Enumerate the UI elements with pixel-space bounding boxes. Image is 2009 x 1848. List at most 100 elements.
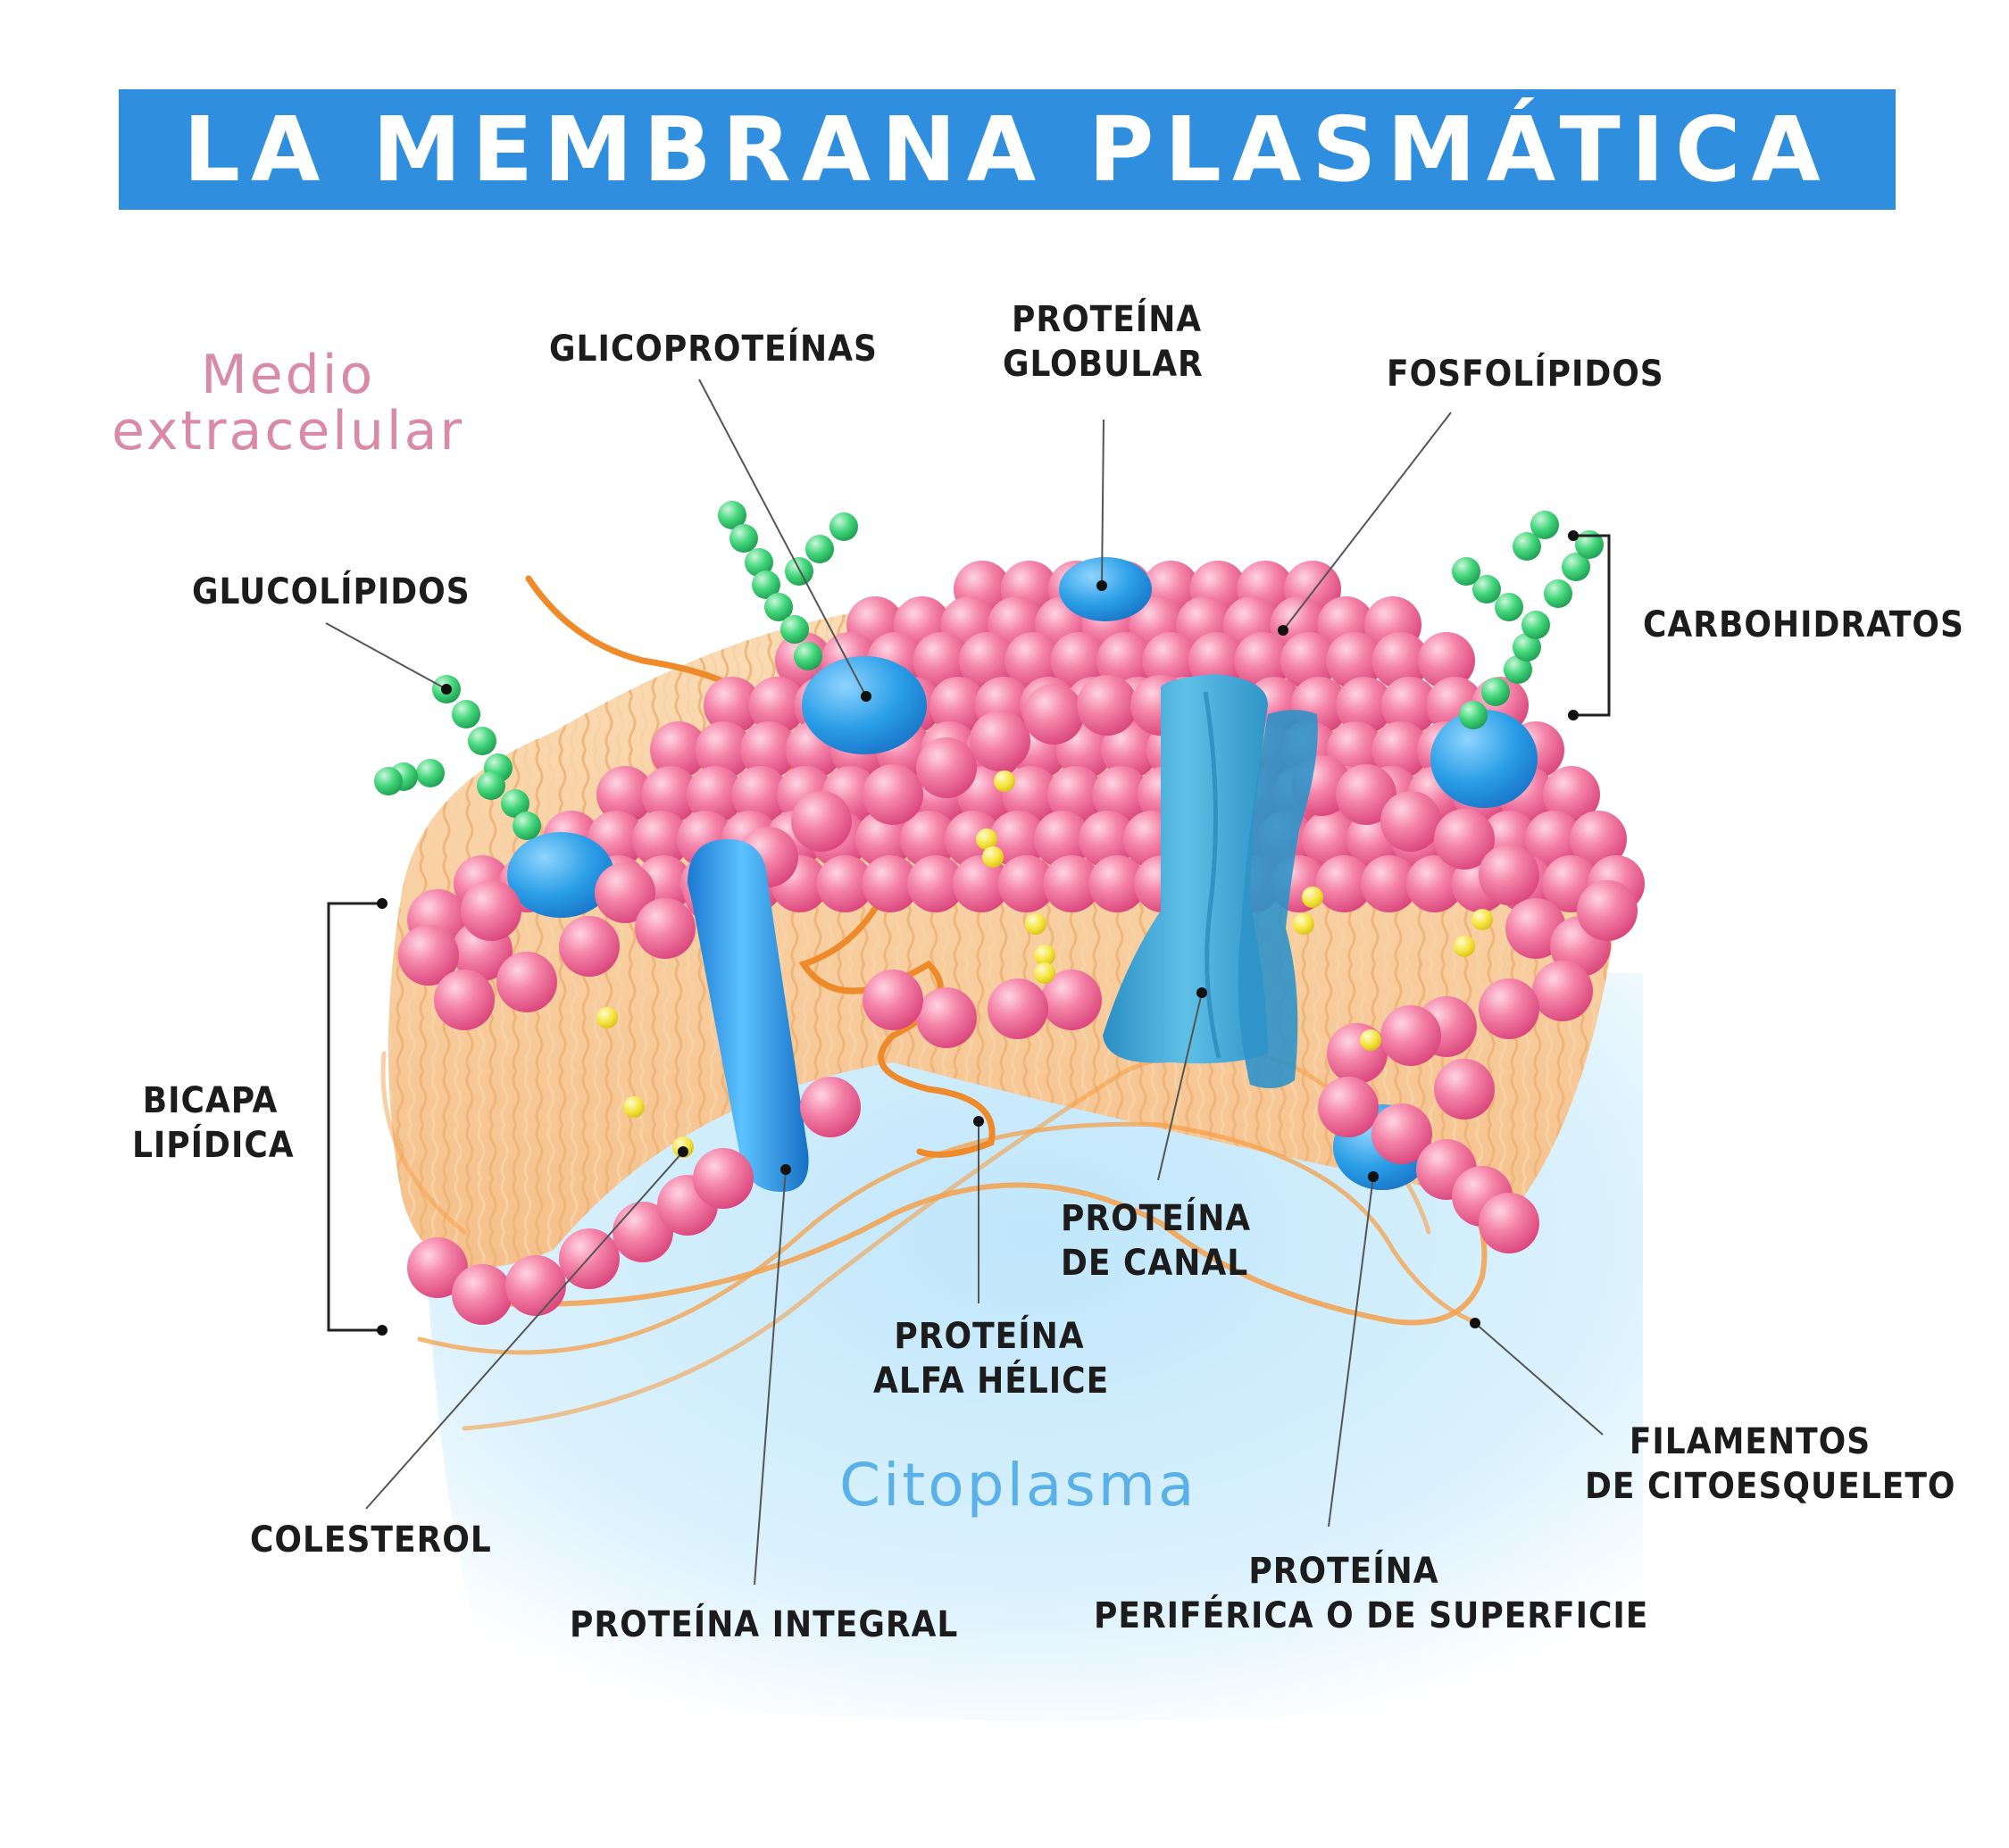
phospholipid-head <box>989 811 1046 868</box>
phospholipid-head <box>695 721 753 778</box>
phospholipid-head <box>1479 845 1539 905</box>
carbohydrate-bead <box>1513 633 1541 662</box>
label-filamentos-1: FILAMENTOS <box>1629 1421 1871 1462</box>
phospholipid-head <box>1188 632 1246 689</box>
phospholipid-head <box>1532 961 1593 1021</box>
phospholipid-head <box>686 766 744 823</box>
label-bicapa-2: LIPÍDICA <box>132 1125 295 1166</box>
phospholipid-head <box>862 855 920 912</box>
carbohydrate-chains <box>374 501 1604 840</box>
carbohydrate-bead <box>752 570 780 599</box>
phospholipid-head <box>1046 766 1105 823</box>
phospholipid-head <box>816 855 874 912</box>
phospholipid-head <box>452 1264 513 1325</box>
phospholipid-head <box>1088 855 1146 912</box>
phospholipid-head <box>916 987 977 1048</box>
carbohydrate-bead <box>1521 611 1550 639</box>
extracellular-label-line2: extracelular <box>112 400 465 462</box>
phospholipid-head <box>952 855 1010 912</box>
label-bicapa-1: BICAPA <box>142 1080 279 1121</box>
carbohydrate-bead <box>764 593 793 621</box>
carbohydrate-bead <box>477 771 505 800</box>
carbohydrate-bead <box>513 812 541 840</box>
phospholipid-head <box>740 721 798 778</box>
phospholipid-head <box>1434 809 1495 870</box>
carbohydrate-bead <box>1513 532 1541 561</box>
cholesterol-dot <box>623 1096 645 1118</box>
carbohydrate-bead <box>794 642 822 670</box>
phospholipid-head <box>800 1077 861 1137</box>
phospholipid-head <box>434 970 495 1030</box>
carbohydrate-bead <box>468 727 496 755</box>
carbohydrate-bead <box>1495 593 1523 621</box>
phospholipid-head <box>1371 721 1430 778</box>
phospholipid-head <box>1418 632 1475 689</box>
label-alfa-helice-1: PROTEÍNA <box>894 1316 1085 1357</box>
label-colesterol: COLESTEROL <box>250 1519 492 1561</box>
phospholipid-head <box>1380 1005 1441 1066</box>
phospholipid-head <box>650 721 707 778</box>
phospholipid-head <box>693 1148 754 1209</box>
carbohydrate-protein <box>1430 710 1538 808</box>
carbohydrate-bead <box>1504 655 1532 684</box>
phospholipid-head <box>1543 766 1600 823</box>
phospholipid-head <box>1050 632 1108 689</box>
cholesterol-dot <box>1471 909 1493 930</box>
carbohydrate-bead <box>1472 575 1501 604</box>
phospholipid-head <box>1434 1059 1495 1120</box>
label-proteina-globular-2: GLOBULAR <box>1003 344 1204 385</box>
phospholipid-head <box>1479 978 1539 1039</box>
phospholipid-head <box>1380 791 1441 852</box>
carbohydrate-bead <box>780 615 809 644</box>
cholesterol-dot <box>1034 962 1055 984</box>
phospholipid-head <box>1002 766 1060 823</box>
phospholipid-head <box>929 677 987 734</box>
phospholipid-head <box>1092 766 1150 823</box>
label-proteina-canal-2: DE CANAL <box>1061 1243 1249 1284</box>
phospholipid-head <box>595 862 655 923</box>
phospholipid-head <box>1315 855 1373 912</box>
phospholipid-head <box>988 978 1048 1039</box>
phospholipid-head <box>1142 632 1200 689</box>
phospholipid-head <box>1577 880 1638 941</box>
cholesterol-dot <box>1025 913 1046 935</box>
cholesterol-dot <box>994 770 1015 792</box>
phospholipid-head <box>1326 632 1384 689</box>
label-periferica-1: PROTEÍNA <box>1248 1551 1439 1592</box>
label-filamentos-2: DE CITOESQUELETO <box>1585 1466 1956 1507</box>
phospholipid-head <box>1096 632 1154 689</box>
cholesterol-dot <box>976 828 997 850</box>
phospholipid-head <box>632 811 689 868</box>
glycoprotein <box>802 656 927 754</box>
carbohydrate-bead <box>1530 511 1559 539</box>
carbohydrate-bead <box>1575 530 1604 559</box>
phospholipid-head <box>1004 632 1063 689</box>
channel-protein <box>1103 674 1318 1088</box>
cholesterol-dot <box>596 1007 618 1028</box>
cholesterol-dot <box>1454 936 1475 957</box>
phospholipid-head <box>1280 632 1338 689</box>
phospholipid-head <box>1479 1193 1539 1253</box>
phospholipid-head <box>496 952 557 1012</box>
phospholipid-head <box>1371 632 1430 689</box>
cholesterol-dot <box>1360 1029 1381 1051</box>
phospholipid-head <box>1034 811 1091 868</box>
label-carbohidratos: CARBOHIDRATOS <box>1643 604 1964 645</box>
carbohydrate-bead <box>1452 557 1480 586</box>
phospholipid-head <box>559 916 620 977</box>
phospholipid-head <box>970 711 1030 771</box>
phospholipid-head <box>916 737 977 798</box>
carbohydrate-bead <box>416 759 445 787</box>
label-fosfolipidos: FOSFOLÍPIDOS <box>1387 354 1664 395</box>
carbohydrate-bead <box>718 501 746 529</box>
phospholipid-head <box>731 766 789 823</box>
label-proteina-canal-1: PROTEÍNA <box>1061 1198 1252 1239</box>
label-proteina-integral: PROTEÍNA INTEGRAL <box>570 1604 959 1645</box>
phospholipid-head <box>855 811 913 868</box>
carbohydrate-bead <box>1481 678 1510 706</box>
carbohydrate-bead <box>805 535 834 563</box>
phospholipid-head <box>1318 1077 1379 1137</box>
phospholipid-head <box>958 632 1016 689</box>
cholesterol-dot <box>1034 945 1055 966</box>
